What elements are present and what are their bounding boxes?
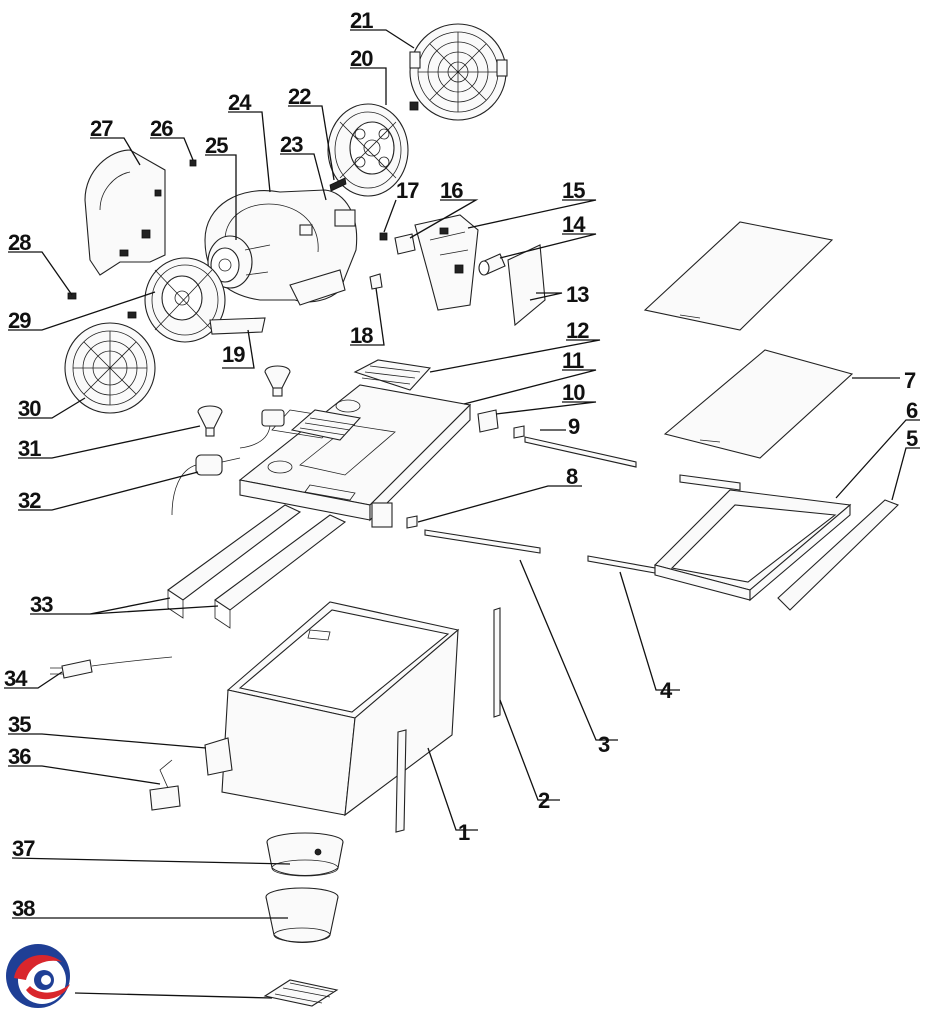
callout-15: 15 bbox=[562, 178, 585, 203]
part-small-16 bbox=[394, 233, 416, 255]
callout-16: 16 bbox=[440, 178, 463, 203]
part-fan-cover-bottom bbox=[64, 311, 156, 414]
callout-30: 30 bbox=[18, 396, 41, 421]
callout-18: 18 bbox=[350, 323, 373, 348]
part-small-18 bbox=[369, 273, 383, 290]
callout-36: 36 bbox=[8, 744, 31, 769]
part-filter-top bbox=[353, 359, 432, 391]
part-bracket-plate bbox=[209, 317, 266, 335]
callout-2: 2 bbox=[538, 788, 550, 813]
callout-26: 26 bbox=[150, 116, 173, 141]
part-top-panel bbox=[643, 221, 834, 331]
part-motor bbox=[207, 235, 271, 289]
part-rail-4 bbox=[587, 555, 656, 574]
callout-labels: 1 2 3 4 5 6 7 8 9 10 11 12 13 14 15 16 1… bbox=[4, 8, 919, 921]
part-lamp-upper bbox=[264, 365, 291, 397]
part-clip-28 bbox=[67, 292, 77, 300]
part-rail-upper bbox=[524, 436, 637, 468]
callout-32: 32 bbox=[18, 488, 41, 513]
callout-13: 13 bbox=[566, 282, 589, 307]
callout-7: 7 bbox=[904, 368, 916, 393]
callout-14: 14 bbox=[562, 212, 586, 237]
part-control-box bbox=[414, 214, 479, 311]
part-small-17 bbox=[379, 232, 388, 241]
callout-38: 38 bbox=[12, 896, 35, 921]
callout-5: 5 bbox=[906, 426, 918, 451]
callout-10: 10 bbox=[562, 380, 585, 405]
callout-1: 1 bbox=[458, 820, 470, 845]
part-fan-cover-top bbox=[409, 23, 508, 121]
part-chassis bbox=[238, 384, 472, 522]
callout-11: 11 bbox=[562, 348, 584, 373]
callout-22: 22 bbox=[288, 84, 311, 109]
part-impeller-top bbox=[327, 101, 419, 197]
part-stop-8 bbox=[406, 515, 418, 529]
callout-20: 20 bbox=[350, 46, 373, 71]
part-power-plug bbox=[50, 656, 173, 679]
part-stop-9 bbox=[513, 425, 525, 439]
leader-lines bbox=[4, 29, 920, 999]
callout-23: 23 bbox=[280, 132, 303, 157]
part-trim-strip bbox=[777, 499, 899, 611]
callout-12: 12 bbox=[566, 318, 589, 343]
callout-6: 6 bbox=[906, 398, 918, 423]
callout-24: 24 bbox=[228, 90, 252, 115]
part-side-rails bbox=[167, 504, 347, 629]
part-clip-26 bbox=[189, 159, 197, 167]
part-rear-strip bbox=[395, 729, 407, 833]
callout-3: 3 bbox=[598, 732, 610, 757]
part-lamp-holder bbox=[171, 409, 285, 516]
callout-33: 33 bbox=[30, 592, 53, 617]
callout-21: 21 bbox=[350, 8, 373, 33]
callout-8: 8 bbox=[566, 464, 578, 489]
part-bracket-35 bbox=[204, 737, 233, 776]
part-impeller-bottom bbox=[144, 257, 226, 343]
callout-28: 28 bbox=[8, 230, 31, 255]
part-small-bracket bbox=[329, 177, 347, 192]
part-visor-handle bbox=[699, 439, 721, 443]
part-lamp-31 bbox=[197, 405, 223, 437]
part-switch-wire bbox=[159, 759, 173, 789]
part-rail-3 bbox=[424, 529, 541, 554]
part-switch-cover bbox=[507, 244, 546, 327]
part-top-panel-handle bbox=[679, 314, 701, 319]
part-chassis-end bbox=[371, 502, 393, 528]
part-collar-ring bbox=[266, 832, 344, 877]
part-connector-block bbox=[477, 409, 499, 433]
callout-4: 4 bbox=[660, 678, 673, 703]
callout-37: 37 bbox=[12, 836, 35, 861]
callout-35: 35 bbox=[8, 712, 31, 737]
callout-29: 29 bbox=[8, 308, 31, 333]
part-scroll-left bbox=[84, 149, 166, 276]
callout-27: 27 bbox=[90, 116, 113, 141]
part-filter-chassis bbox=[290, 409, 362, 441]
part-switch-36 bbox=[149, 785, 181, 811]
part-slide-frame bbox=[653, 474, 852, 602]
callout-19: 19 bbox=[222, 342, 245, 367]
callout-9: 9 bbox=[568, 414, 580, 439]
part-main-body bbox=[221, 601, 460, 817]
part-side-strip bbox=[493, 607, 501, 718]
callout-31: 31 bbox=[18, 436, 41, 461]
part-duct-adaptor bbox=[265, 887, 339, 943]
part-visor-panel bbox=[663, 349, 854, 459]
part-filter-bottom bbox=[263, 979, 339, 1007]
callout-17: 17 bbox=[396, 178, 419, 203]
part-capacitor bbox=[478, 253, 506, 276]
callout-25: 25 bbox=[205, 133, 228, 158]
brand-logo bbox=[6, 944, 70, 1008]
callout-34: 34 bbox=[4, 666, 28, 691]
